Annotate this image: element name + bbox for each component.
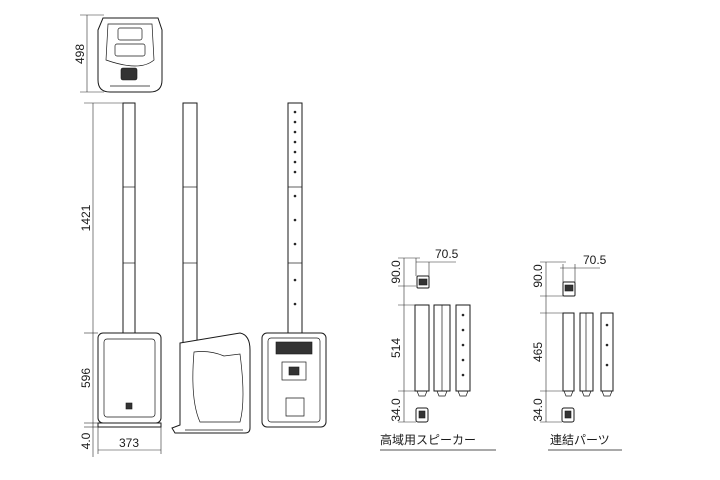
dim-base-width: 373 — [119, 436, 139, 450]
main-side-view — [171, 102, 251, 434]
top-depth-dimension: 498 — [73, 14, 104, 93]
high-range-dimensions: 90.0 70.5 514 34.0 — [389, 247, 459, 423]
high-range-speaker-section — [414, 275, 471, 423]
dim-foot-height: 4.0 — [79, 432, 93, 449]
hr-dim-body-height: 514 — [389, 338, 403, 358]
dim-column-height: 1421 — [79, 204, 93, 231]
front-height-dimensions: 1421 596 4.0 — [79, 102, 123, 457]
main-top-view — [97, 17, 163, 93]
hr-dim-bottom-height: 34.0 — [389, 398, 403, 422]
cp-dim-bottom-height: 34.0 — [531, 398, 545, 422]
coupling-parts-dimensions: 90.0 70.5 465 34.0 — [531, 253, 607, 423]
main-rear-view — [261, 102, 327, 428]
dim-top-depth: 498 — [73, 44, 87, 64]
cp-dim-top-height: 90.0 — [531, 264, 545, 288]
main-front-view — [97, 102, 162, 428]
base-width-dimension: 373 — [97, 427, 162, 454]
coupling-parts-section — [561, 281, 614, 423]
dim-base-height: 596 — [79, 368, 93, 388]
hr-dim-width: 70.5 — [435, 247, 459, 261]
coupling-parts-caption: 連結パーツ — [550, 433, 610, 447]
high-range-speaker-caption: 高域用スピーカー — [380, 432, 476, 447]
cp-dim-body-height: 465 — [531, 342, 545, 362]
hr-dim-top-height: 90.0 — [389, 260, 403, 284]
cp-dim-width: 70.5 — [583, 253, 607, 267]
